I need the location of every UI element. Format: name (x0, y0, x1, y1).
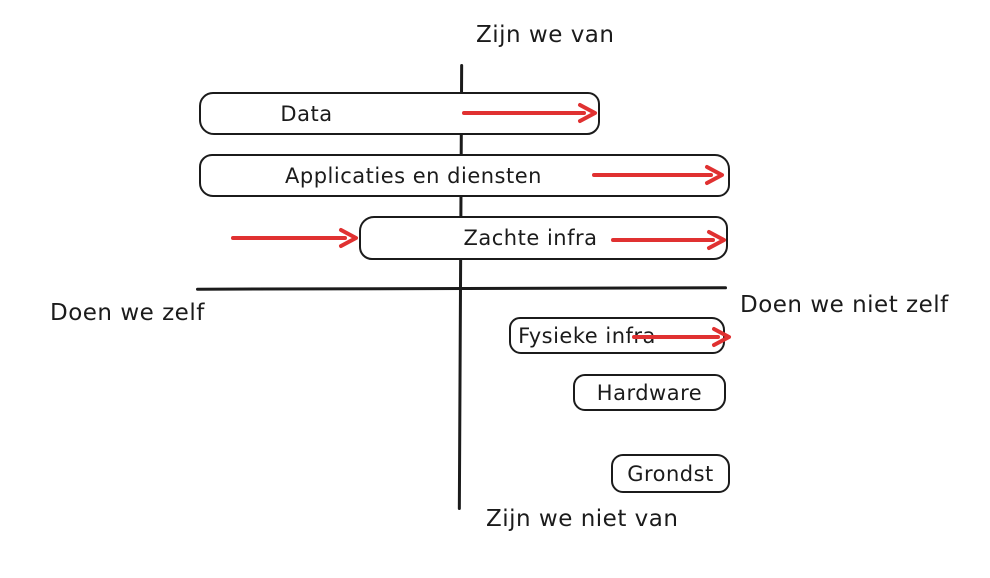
data-right-arrow-icon (462, 103, 597, 123)
zachte-infra-right-arrow-icon (611, 230, 726, 250)
box-applicaties-label: Applicaties en diensten (285, 163, 542, 188)
box-grondst: Grondst (611, 454, 730, 493)
axis-label-right: Doen we niet zelf (740, 292, 949, 318)
fysieke-infra-right-arrow-icon (632, 327, 731, 347)
applicaties-right-arrow-icon (592, 165, 724, 185)
box-hardware-label: Hardware (596, 380, 703, 405)
box-zachte-infra: Zachte infra (359, 216, 728, 260)
zachte-infra-left-arrow-icon (231, 228, 358, 248)
box-data-label: Data (280, 101, 333, 126)
box-grondst-label: Grondst (627, 461, 714, 486)
box-hardware: Hardware (573, 374, 726, 411)
axis-label-bottom: Zijn we niet van (486, 506, 679, 532)
axis-label-top: Zijn we van (476, 22, 615, 48)
axis-label-left: Doen we zelf (50, 300, 205, 326)
box-zachte-infra-label: Zachte infra (463, 226, 598, 250)
box-fysieke-infra-label: Fysieke infra (518, 323, 656, 348)
